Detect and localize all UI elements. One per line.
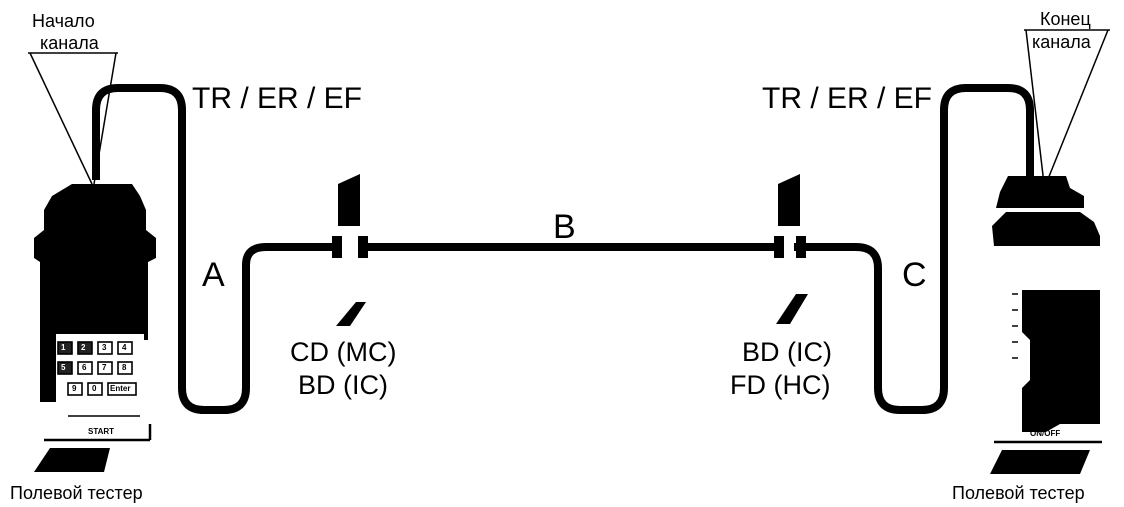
key-6: 6 — [82, 363, 87, 372]
right-tester-connector-grip — [992, 212, 1100, 246]
cable-type-label-left: TR / ER / EF — [192, 82, 363, 115]
key-0: 0 — [92, 384, 97, 393]
key-9: 9 — [72, 384, 77, 393]
cable-segment-a — [92, 84, 332, 414]
left-patch-panel-jack — [358, 236, 368, 258]
right-tester-led-ticks — [1012, 293, 1018, 359]
right-patch-panel-plug — [774, 236, 784, 258]
left-label-pointer-a — [29, 52, 93, 185]
key-5: 5 — [61, 363, 66, 372]
right-tester-caption: Полевой тестер — [952, 483, 1085, 503]
key-2: 2 — [81, 343, 86, 352]
right-patch-panel-bottom — [776, 294, 808, 324]
left-patch-panel-plug — [332, 236, 342, 258]
channel-end-label-line2: канала — [1032, 32, 1091, 52]
segment-c-label: C — [902, 256, 927, 294]
channel-end-label-line1: Конец — [1040, 9, 1091, 29]
onoff-button-label: ON/OFF — [1030, 429, 1061, 438]
left-label-pointer-b — [93, 52, 117, 185]
left-patch-panel-top — [338, 174, 360, 226]
right-tester-base — [990, 450, 1090, 474]
right-tester-connector-top — [996, 176, 1084, 208]
segment-a-label: A — [202, 256, 225, 294]
key-7: 7 — [102, 363, 107, 372]
left-tester-connector — [34, 184, 156, 340]
left-tester-caption: Полевой тестер — [10, 483, 143, 503]
left-cross-connect-line2: BD (IC) — [298, 370, 388, 400]
cable-segment-c — [794, 84, 1034, 414]
left-tester-keypad — [57, 341, 137, 396]
start-button-label: START — [88, 427, 115, 436]
key-1: 1 — [61, 343, 66, 352]
right-cross-connect-line2: FD (HC) — [730, 370, 831, 400]
cable-type-label-right: TR / ER / EF — [762, 82, 933, 115]
right-label-pointer-b — [1045, 29, 1109, 185]
right-patch-panel-top — [778, 174, 800, 226]
right-patch-panel-jack — [796, 236, 806, 258]
left-tester-body — [40, 262, 58, 402]
right-field-tester — [990, 176, 1102, 474]
left-patch-panel-bottom — [336, 302, 366, 326]
key-enter: Enter — [110, 384, 131, 393]
left-cross-connect-line1: CD (MC) — [290, 337, 397, 367]
left-tester-base — [34, 448, 110, 472]
key-4: 4 — [122, 343, 127, 352]
left-field-tester — [34, 184, 156, 472]
right-cross-connect-line1: BD (IC) — [742, 337, 832, 367]
channel-start-label-line2: канала — [40, 33, 99, 53]
right-label-pointer-a — [1025, 29, 1045, 185]
channel-start-label-line1: Начало — [32, 11, 95, 31]
key-8: 8 — [122, 363, 127, 372]
segment-b-label: B — [553, 208, 576, 246]
right-tester-body — [1022, 290, 1100, 432]
key-3: 3 — [102, 343, 107, 352]
